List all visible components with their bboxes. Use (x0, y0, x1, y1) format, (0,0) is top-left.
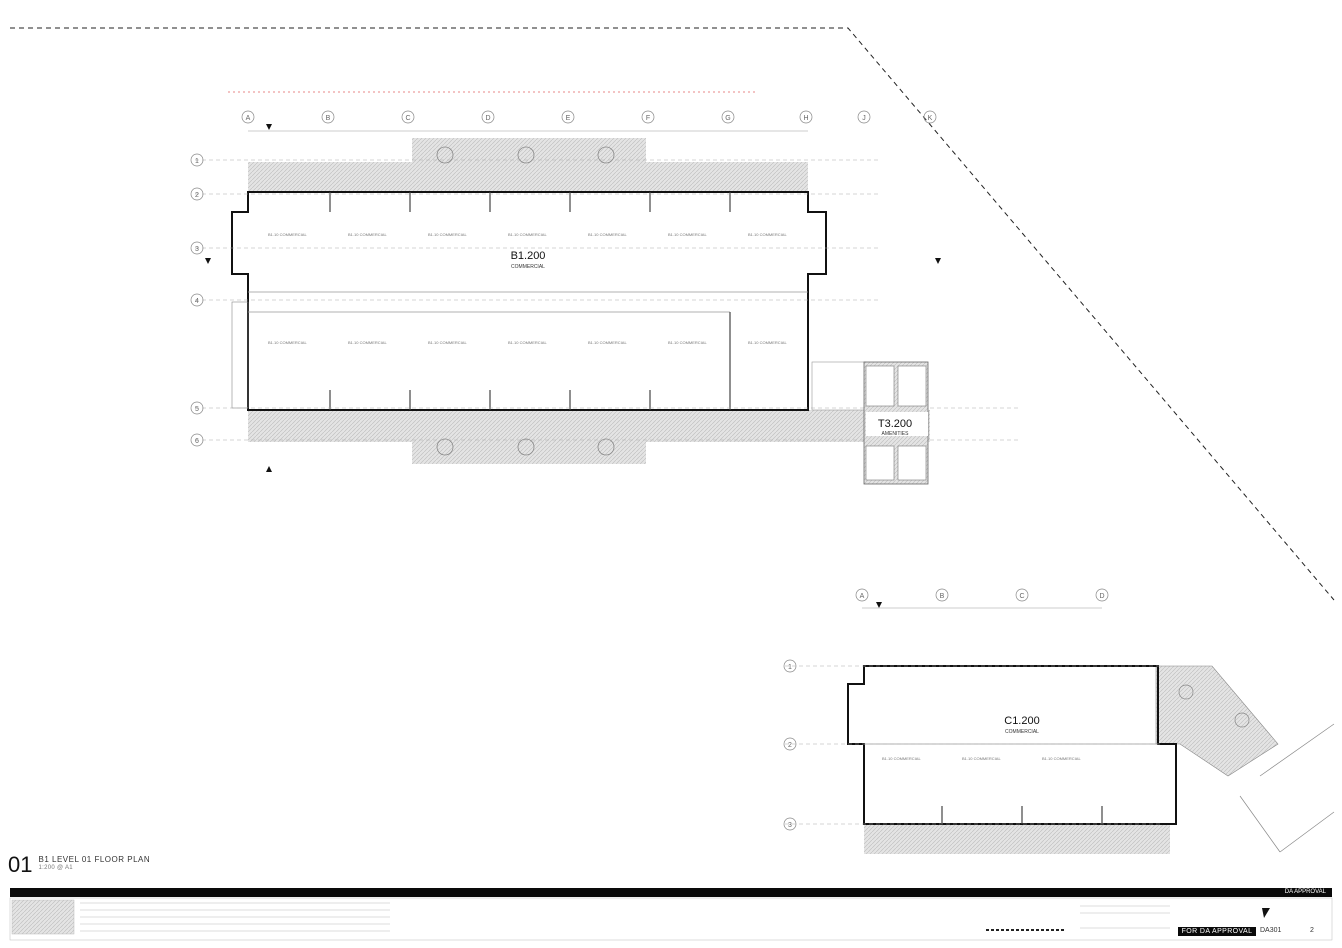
c1-building-code: C1.200 (1004, 715, 1039, 727)
grid-label: G (725, 115, 730, 122)
north-arrow-icon (1262, 908, 1270, 918)
grid-label: 2 (788, 742, 792, 749)
grid-label: 5 (195, 406, 199, 413)
c1-terrace (1155, 665, 1279, 777)
status-badge: FOR DA APPROVAL (1178, 927, 1256, 936)
drawing-number: DA301 (1260, 927, 1282, 934)
unit-label: B1.10 COMMERCIAL (428, 340, 467, 345)
level-marker (266, 466, 272, 472)
b1-building-code: B1.200 (511, 250, 546, 262)
unit-label: B1.10 COMMERCIAL (962, 756, 1001, 761)
unit-label: B1.10 COMMERCIAL (882, 756, 921, 761)
unit-label: B1.10 COMMERCIAL (1042, 756, 1081, 761)
unit-label: B1.10 COMMERCIAL (668, 232, 707, 237)
unit-label: B1.10 COMMERCIAL (588, 232, 627, 237)
grid-label: B (326, 115, 331, 122)
unit-label: B1.10 COMMERCIAL (748, 340, 787, 345)
section-marker (205, 258, 211, 264)
b1-grid-bubbles-left: 1 2 3 4 5 6 (190, 153, 204, 447)
unit-label: B1.10 COMMERCIAL (268, 232, 307, 237)
c1-grid (785, 665, 1160, 825)
b1-grid-bubbles-top: A B C D E F G H J K (241, 110, 937, 124)
revision-number: 2 (1310, 927, 1314, 934)
sheet-name: B1 LEVEL 01 FLOOR PLAN (38, 855, 151, 864)
grid-label: 1 (195, 158, 199, 165)
c1-grid-bubbles: A B C D 1 2 3 (783, 588, 1109, 831)
grid-label: 3 (788, 822, 792, 829)
level-marker (266, 124, 272, 130)
c1-building-use: COMMERCIAL (1005, 729, 1039, 735)
grid-label: 3 (195, 246, 199, 253)
b1-outer-wall (231, 191, 827, 411)
grid-label: J (862, 115, 866, 122)
b1-north-colonnade (248, 162, 808, 192)
section-marker (935, 258, 941, 264)
grid-label: 6 (195, 438, 199, 445)
unit-label: B1.10 COMMERCIAL (508, 340, 547, 345)
t3-building-use: AMENITIES (882, 431, 910, 437)
c1-colonnade (864, 824, 1170, 854)
b1-north-plaza (412, 138, 646, 166)
unit-label: B1.10 COMMERCIAL (588, 340, 627, 345)
unit-label: B1.10 COMMERCIAL (508, 232, 547, 237)
unit-label: B1.10 COMMERCIAL (268, 340, 307, 345)
sheet-title: 01 B1 LEVEL 01 FLOOR PLAN 1:200 @ A1 (8, 852, 151, 877)
title-bar: DA APPROVAL (10, 888, 1332, 897)
unit-label: B1.10 COMMERCIAL (348, 232, 387, 237)
grid-label: D (1099, 593, 1104, 600)
grid-label: A (860, 593, 865, 600)
grid-label: E (566, 115, 571, 122)
b1-west-stair (231, 301, 249, 409)
grid-label: C (405, 115, 410, 122)
grid-label: H (803, 115, 808, 122)
b1-building-use: COMMERCIAL (511, 264, 545, 270)
t3-building-code: T3.200 (878, 418, 912, 430)
unit-label: B1.10 COMMERCIAL (348, 340, 387, 345)
title-bar-tag: DA APPROVAL (1284, 889, 1326, 895)
grid-label: F (646, 115, 650, 122)
b1-building: B1.10 COMMERCIAL B1.10 COMMERCIAL B1.10 … (205, 124, 941, 472)
sheet-scale: 1:200 @ A1 (38, 865, 73, 871)
grid-label: D (485, 115, 490, 122)
c1-outer-wall (847, 665, 1177, 825)
unit-label: B1.10 COMMERCIAL (428, 232, 467, 237)
title-block (9, 897, 1333, 941)
unit-label: B1.10 COMMERCIAL (668, 340, 707, 345)
grid-label: K (928, 115, 933, 122)
b1-south-colonnade (248, 410, 930, 442)
grid-label: A (246, 115, 251, 122)
grid-label: 1 (788, 664, 792, 671)
c1-building: B1.10 COMMERCIAL B1.10 COMMERCIAL B1.10 … (847, 602, 1335, 854)
grid-label: B (940, 593, 945, 600)
grid-label: C (1019, 593, 1024, 600)
b1-south-plaza (412, 440, 646, 464)
unit-label: B1.10 COMMERCIAL (748, 232, 787, 237)
grid-label: 2 (195, 192, 199, 199)
level-marker (876, 602, 882, 608)
t3-building: T3.200 AMENITIES (811, 361, 929, 485)
site-boundary (10, 27, 1335, 601)
sheet-number: 01 (8, 852, 33, 877)
grid-label: 4 (195, 298, 199, 305)
